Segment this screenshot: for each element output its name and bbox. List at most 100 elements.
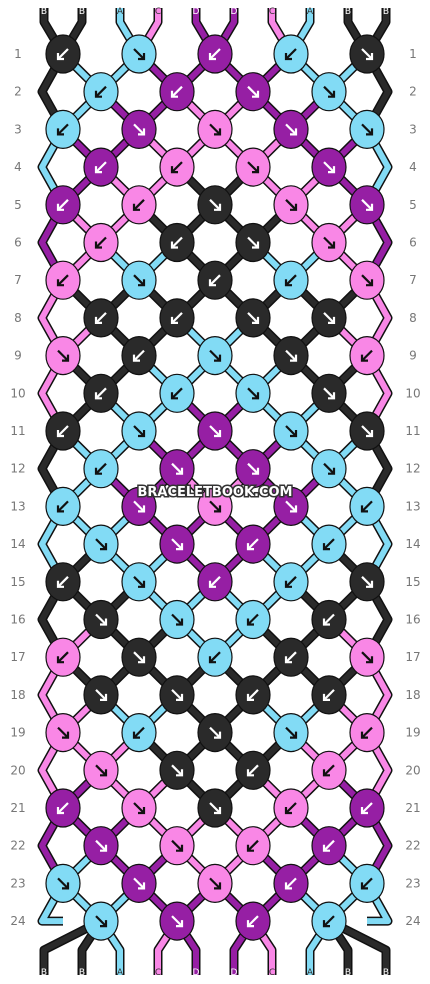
knot <box>45 336 81 376</box>
knot-arrow-icon <box>247 613 259 626</box>
knot <box>83 901 119 941</box>
knot <box>45 562 81 602</box>
knot <box>349 34 385 74</box>
knot-arrow-icon <box>57 726 69 739</box>
knot <box>83 373 119 413</box>
row-number-right: 14 <box>405 537 420 551</box>
knot <box>273 336 309 376</box>
knot <box>83 524 119 564</box>
knot-arrow-icon <box>95 689 107 701</box>
row-number-right: 1 <box>409 47 417 61</box>
knot <box>273 34 309 74</box>
knot <box>159 901 195 941</box>
knot-arrow-icon <box>209 349 221 362</box>
knot <box>197 637 233 677</box>
knot <box>273 863 309 904</box>
knot <box>121 863 157 904</box>
knot-arrow-icon <box>285 274 297 286</box>
knot-arrow-icon <box>323 85 335 98</box>
knot <box>349 486 385 526</box>
knot-arrow-icon <box>57 349 69 362</box>
knot <box>45 637 81 677</box>
string-label: C <box>155 7 161 17</box>
knot-arrow-icon <box>133 48 145 60</box>
knot <box>273 486 309 526</box>
row-number-left: 14 <box>10 537 25 551</box>
knot-arrow-icon <box>57 651 69 663</box>
knot <box>45 411 81 451</box>
knot <box>159 147 195 187</box>
knot-arrow-icon <box>171 312 183 324</box>
knot-arrow-icon <box>323 387 335 400</box>
row-number-left: 7 <box>14 273 22 287</box>
knot <box>197 336 233 376</box>
knot-arrow-icon <box>247 85 259 98</box>
row-number-right: 5 <box>409 198 417 212</box>
row-number-left: 19 <box>10 726 25 740</box>
knot <box>159 298 195 338</box>
knot-arrow-icon <box>171 387 183 400</box>
knot-arrow-icon <box>247 538 259 550</box>
knot <box>235 826 271 866</box>
knot-arrow-icon <box>95 462 107 475</box>
knot <box>235 298 271 338</box>
knot-arrow-icon <box>133 123 145 136</box>
row-number-right: 2 <box>409 85 417 99</box>
knot <box>121 336 157 376</box>
knot <box>235 675 271 715</box>
knot <box>235 524 271 564</box>
knot-arrow-icon <box>171 764 183 777</box>
knot-arrow-icon <box>209 651 221 663</box>
knot-arrow-icon <box>57 425 69 437</box>
knot-arrow-icon <box>209 500 221 513</box>
watermark-text: BRACELETBOOK.COM <box>138 485 293 500</box>
knot-arrow-icon <box>361 349 373 362</box>
knot <box>311 298 347 338</box>
knot-arrow-icon <box>361 199 373 211</box>
knot <box>349 411 385 451</box>
knot <box>45 712 81 753</box>
knot <box>159 826 195 866</box>
knot-arrow-icon <box>57 48 69 60</box>
row-number-left: 15 <box>10 575 25 589</box>
knot <box>121 109 157 149</box>
knot-arrow-icon <box>133 500 145 513</box>
row-number-right: 19 <box>405 726 420 740</box>
knot-arrow-icon <box>171 915 183 927</box>
knot-arrow-icon <box>209 576 221 588</box>
knot <box>311 599 347 640</box>
row-number-left: 23 <box>10 876 25 890</box>
string-label: C <box>155 968 161 978</box>
knot <box>45 863 81 904</box>
knot <box>311 222 347 263</box>
knot <box>197 109 233 149</box>
knot-arrow-icon <box>323 689 335 701</box>
knot-arrow-icon <box>133 425 145 437</box>
knot-arrow-icon <box>323 236 335 249</box>
knot-arrow-icon <box>95 312 107 324</box>
knot <box>311 449 347 489</box>
knot <box>83 449 119 489</box>
knot-arrow-icon <box>95 613 107 626</box>
knot-arrow-icon <box>285 726 297 739</box>
string-label: A <box>307 968 314 978</box>
knot <box>159 750 195 790</box>
row-number-right: 9 <box>409 349 417 363</box>
knot-arrow-icon <box>95 236 107 249</box>
row-number-left: 1 <box>14 47 22 61</box>
knot <box>273 637 309 677</box>
knot-arrow-icon <box>285 651 297 663</box>
string-label: D <box>193 968 200 978</box>
knot <box>273 185 309 225</box>
string-label: B <box>41 7 47 17</box>
knot-arrow-icon <box>95 839 107 852</box>
knot-arrow-icon <box>285 123 297 136</box>
knot-arrow-icon <box>361 274 373 286</box>
knot-arrow-icon <box>247 236 259 249</box>
knot <box>197 486 233 526</box>
row-number-right: 16 <box>405 613 420 627</box>
knot <box>83 72 119 112</box>
row-number-left: 8 <box>14 311 22 325</box>
row-number-left: 2 <box>14 85 22 99</box>
